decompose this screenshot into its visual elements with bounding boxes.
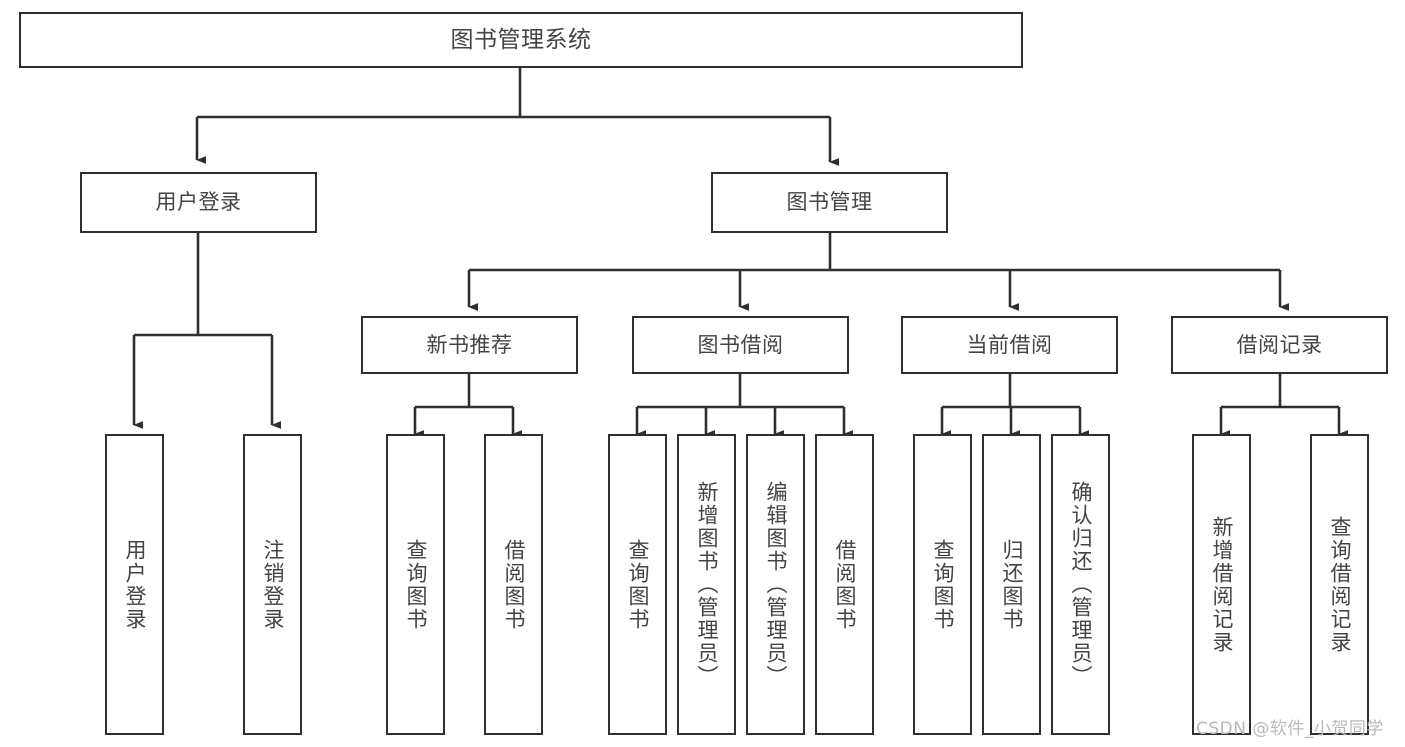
node-leaf-borrow-book-1[interactable]: 借阅图书 [484, 434, 543, 735]
node-leaf-logout-login[interactable]: 注销登录 [243, 434, 302, 735]
node-leaf-query-record-label: 查询借阅记录 [1328, 515, 1352, 654]
node-new-book-recommend-label: 新书推荐 [426, 332, 513, 357]
node-leaf-add-book[interactable]: 新增图书（管理员） [677, 434, 736, 735]
node-leaf-confirm-return[interactable]: 确认归还（管理员） [1051, 434, 1110, 735]
node-leaf-query-book-2[interactable]: 查询图书 [608, 434, 667, 735]
csdn-watermark: CSDN @软件_小贺同学 [1196, 719, 1384, 739]
node-user-login[interactable]: 用户登录 [80, 172, 317, 233]
node-book-borrow-label: 图书借阅 [697, 332, 784, 357]
node-leaf-add-record-label: 新增借阅记录 [1210, 515, 1234, 654]
node-leaf-query-book-3[interactable]: 查询图书 [913, 434, 972, 735]
node-leaf-add-record[interactable]: 新增借阅记录 [1192, 434, 1251, 735]
node-new-book-recommend[interactable]: 新书推荐 [361, 316, 578, 374]
node-user-login-label: 用户登录 [155, 190, 242, 215]
node-leaf-query-book-1[interactable]: 查询图书 [386, 434, 445, 735]
node-current-borrow[interactable]: 当前借阅 [901, 316, 1118, 374]
node-leaf-logout-login-label: 注销登录 [261, 538, 285, 631]
node-leaf-edit-book[interactable]: 编辑图书（管理员） [746, 434, 805, 735]
node-leaf-add-book-label: 新增图书（管理员） [695, 481, 719, 688]
node-root[interactable]: 图书管理系统 [19, 12, 1023, 68]
node-leaf-query-record[interactable]: 查询借阅记录 [1310, 434, 1369, 735]
node-leaf-query-book-1-label: 查询图书 [404, 538, 428, 631]
node-leaf-return-book[interactable]: 归还图书 [982, 434, 1041, 735]
node-book-borrow[interactable]: 图书借阅 [632, 316, 849, 374]
node-leaf-user-login-label: 用户登录 [123, 538, 147, 631]
node-book-management[interactable]: 图书管理 [711, 172, 948, 233]
node-leaf-return-book-label: 归还图书 [1000, 538, 1024, 631]
node-leaf-confirm-return-label: 确认归还（管理员） [1069, 481, 1093, 688]
node-leaf-borrow-book-2[interactable]: 借阅图书 [815, 434, 874, 735]
node-current-borrow-label: 当前借阅 [966, 332, 1053, 357]
node-borrow-record-label: 借阅记录 [1236, 332, 1323, 357]
node-leaf-borrow-book-1-label: 借阅图书 [502, 538, 526, 631]
node-leaf-query-book-3-label: 查询图书 [931, 538, 955, 631]
node-leaf-borrow-book-2-label: 借阅图书 [833, 538, 857, 631]
node-leaf-query-book-2-label: 查询图书 [626, 538, 650, 631]
node-book-management-label: 图书管理 [786, 190, 873, 215]
node-leaf-edit-book-label: 编辑图书（管理员） [764, 481, 788, 688]
node-root-label: 图书管理系统 [450, 26, 592, 53]
node-leaf-user-login[interactable]: 用户登录 [105, 434, 164, 735]
node-borrow-record[interactable]: 借阅记录 [1171, 316, 1388, 374]
